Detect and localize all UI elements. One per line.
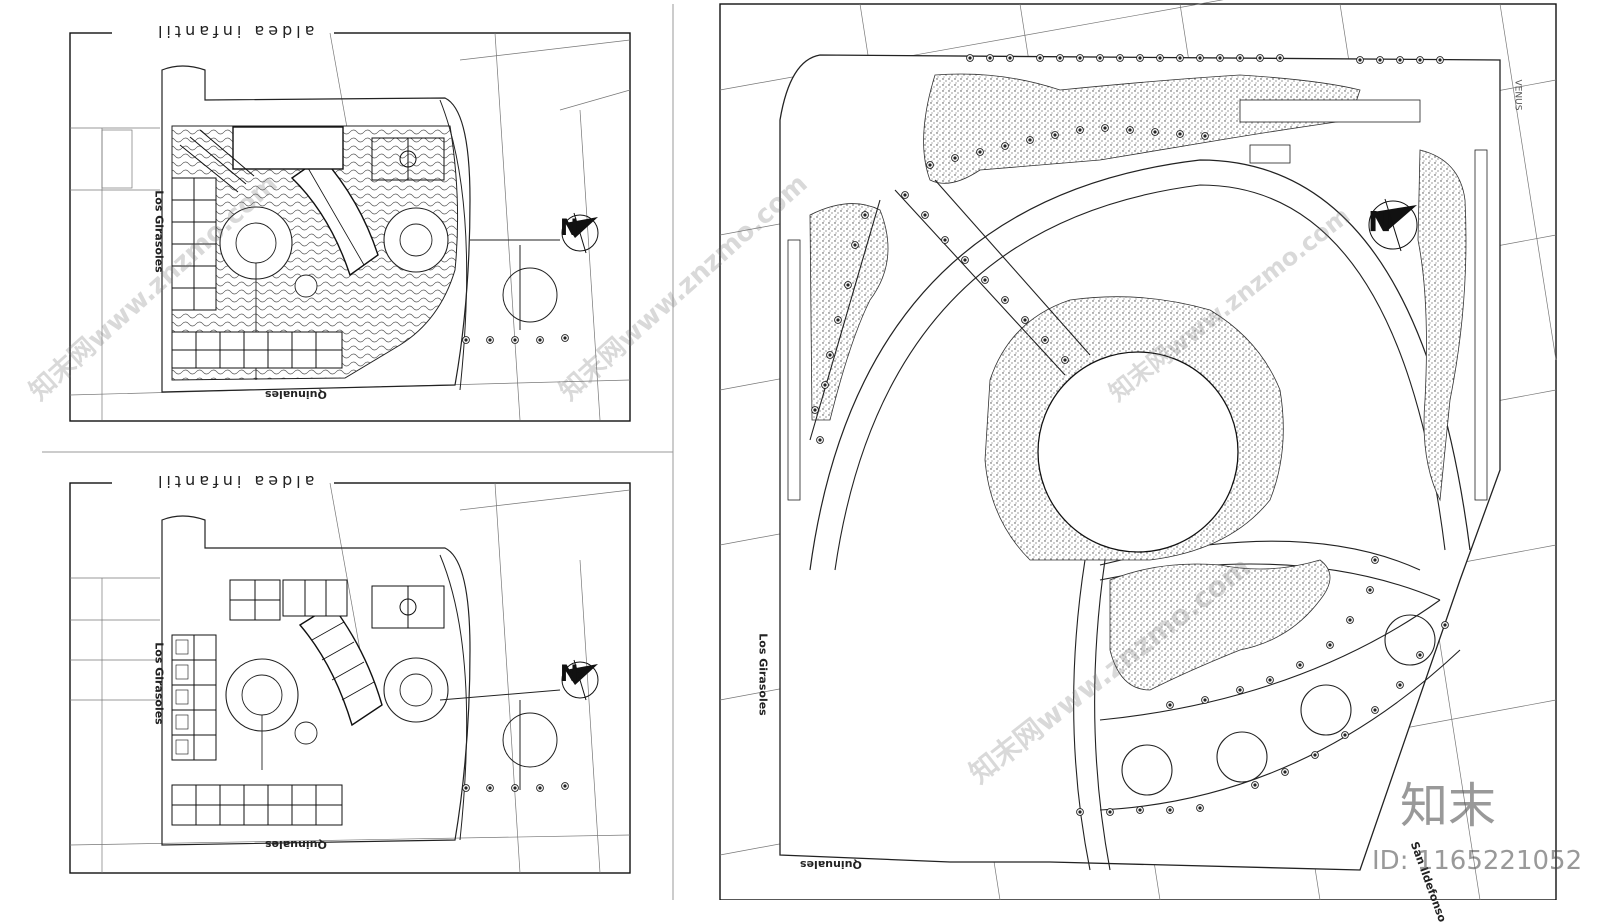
park-plan-street-bottom: Quinuales [800, 858, 862, 871]
top-plan-frame [69, 32, 631, 422]
top-plan-site [161, 65, 471, 393]
park-plan-frame [719, 3, 1557, 900]
bottom-plan-title: aldea infantil [154, 472, 315, 491]
top-plan-title: aldea infantil [154, 22, 315, 41]
park-plan [719, 0, 1557, 900]
bottom-plan-north-label: N [560, 662, 579, 687]
bottom-plan-street-left: Los Girasoles [152, 642, 166, 725]
watermark-id: ID: 1165221052 [1372, 846, 1583, 876]
park-plan-north-arrow [1368, 198, 1418, 252]
watermark-brand: 知末 [1400, 778, 1497, 834]
park-plan-street-top-right: VENUS [1512, 79, 1523, 111]
top-plan-north-label: N [560, 216, 579, 241]
bottom-plan-street-bottom: Quinuales [265, 838, 327, 851]
top-plan-north-arrow [561, 212, 599, 254]
bottom-plan [69, 478, 631, 874]
drawing-sheet [42, 0, 1557, 900]
bottom-plan-north-arrow [561, 659, 599, 701]
sheet-frame [42, 4, 674, 900]
top-plan-street-bottom: Quinuales [265, 388, 327, 401]
park-plan-street-left: Los Girasoles [756, 633, 770, 716]
park-plan-north-label: N [1368, 205, 1392, 238]
bottom-plan-frame [69, 482, 631, 874]
top-plan [69, 28, 631, 422]
